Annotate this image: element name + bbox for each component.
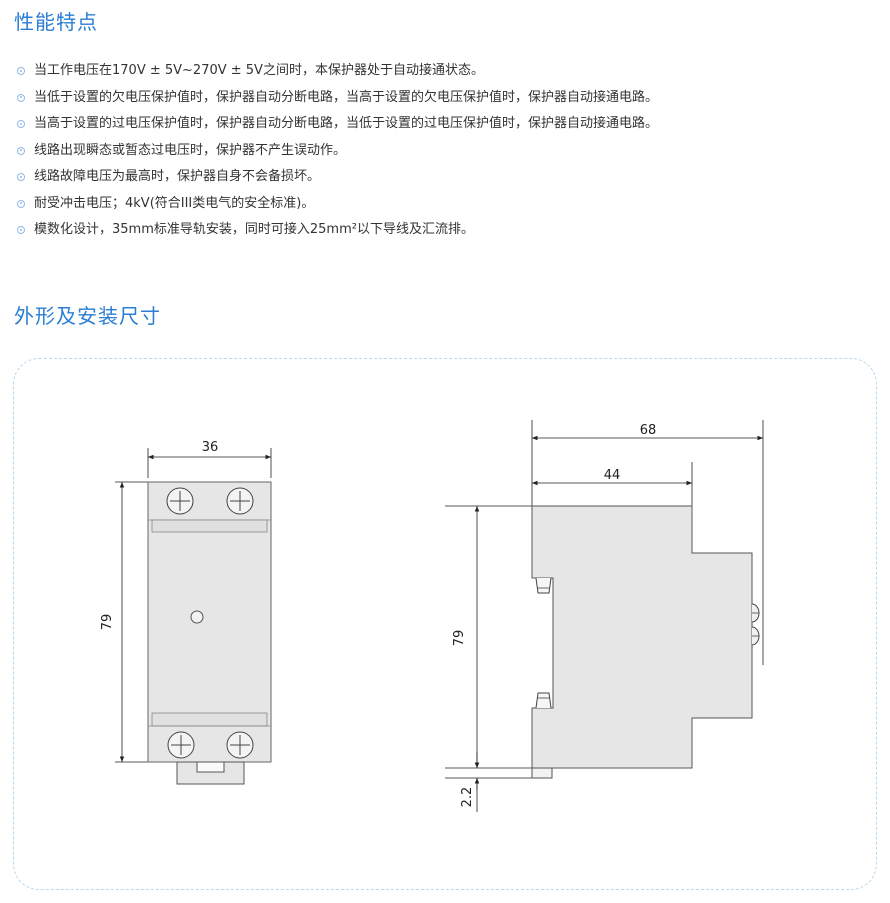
indicator-icon: [190, 610, 204, 624]
feature-list: 当工作电压在170V ± 5V~270V ± 5V之间时，本保护器处于自动接通状…: [17, 58, 658, 244]
feature-item: 当工作电压在170V ± 5V~270V ± 5V之间时，本保护器处于自动接通状…: [17, 58, 658, 85]
front-view: 36 79: [100, 440, 272, 785]
section-title-features: 性能特点: [14, 10, 98, 34]
feature-text: 当高于设置的过电压保护值时，保护器自动分断电路，当低于设置的过电压保护值时，保护…: [34, 116, 659, 132]
side-height-label: 79: [452, 630, 467, 647]
feature-item: 耐受冲击电压；4kV(符合III类电气的安全标准)。: [17, 191, 658, 218]
bullet-icon: [17, 67, 25, 76]
feature-item: 线路出现瞬态或暂态过电压时，保护器不产生误动作。: [17, 138, 658, 165]
feature-item: 线路故障电压为最高时，保护器自身不会备损坏。: [17, 164, 658, 191]
feature-item: 模数化设计，35mm标准导轨安装，同时可接入25mm²以下导线及汇流排。: [17, 217, 658, 244]
side-view: 68 44 79 2.2: [445, 420, 764, 812]
bullet-icon: [17, 173, 25, 182]
side-depth-label: 68: [640, 423, 657, 438]
feature-text: 线路故障电压为最高时，保护器自身不会备损坏。: [34, 169, 321, 185]
feature-text: 线路出现瞬态或暂态过电压时，保护器不产生误动作。: [34, 142, 347, 158]
side-inner-depth-label: 44: [604, 468, 621, 483]
front-width-label: 36: [202, 440, 219, 455]
feature-item: 当低于设置的欠电压保护值时，保护器自动分断电路，当高于设置的欠电压保护值时，保护…: [17, 85, 658, 112]
bullet-icon: [17, 226, 25, 235]
feature-text: 当工作电压在170V ± 5V~270V ± 5V之间时，本保护器处于自动接通状…: [34, 63, 484, 79]
bullet-icon: [17, 120, 25, 129]
rail-thickness-label: 2.2: [460, 787, 475, 808]
bullet-icon: [17, 146, 25, 155]
bullet-icon: [17, 199, 25, 208]
feature-text: 模数化设计，35mm标准导轨安装，同时可接入25mm²以下导线及汇流排。: [34, 222, 474, 238]
bullet-icon: [17, 93, 25, 102]
feature-item: 当高于设置的过电压保护值时，保护器自动分断电路，当低于设置的过电压保护值时，保护…: [17, 111, 658, 138]
feature-text: 耐受冲击电压；4kV(符合III类电气的安全标准)。: [34, 195, 315, 211]
feature-text: 当低于设置的欠电压保护值时，保护器自动分断电路，当高于设置的欠电压保护值时，保护…: [34, 89, 659, 105]
front-height-label: 79: [100, 614, 115, 631]
section-title-dimensions: 外形及安装尺寸: [14, 304, 161, 328]
drawing-frame: [13, 358, 877, 890]
